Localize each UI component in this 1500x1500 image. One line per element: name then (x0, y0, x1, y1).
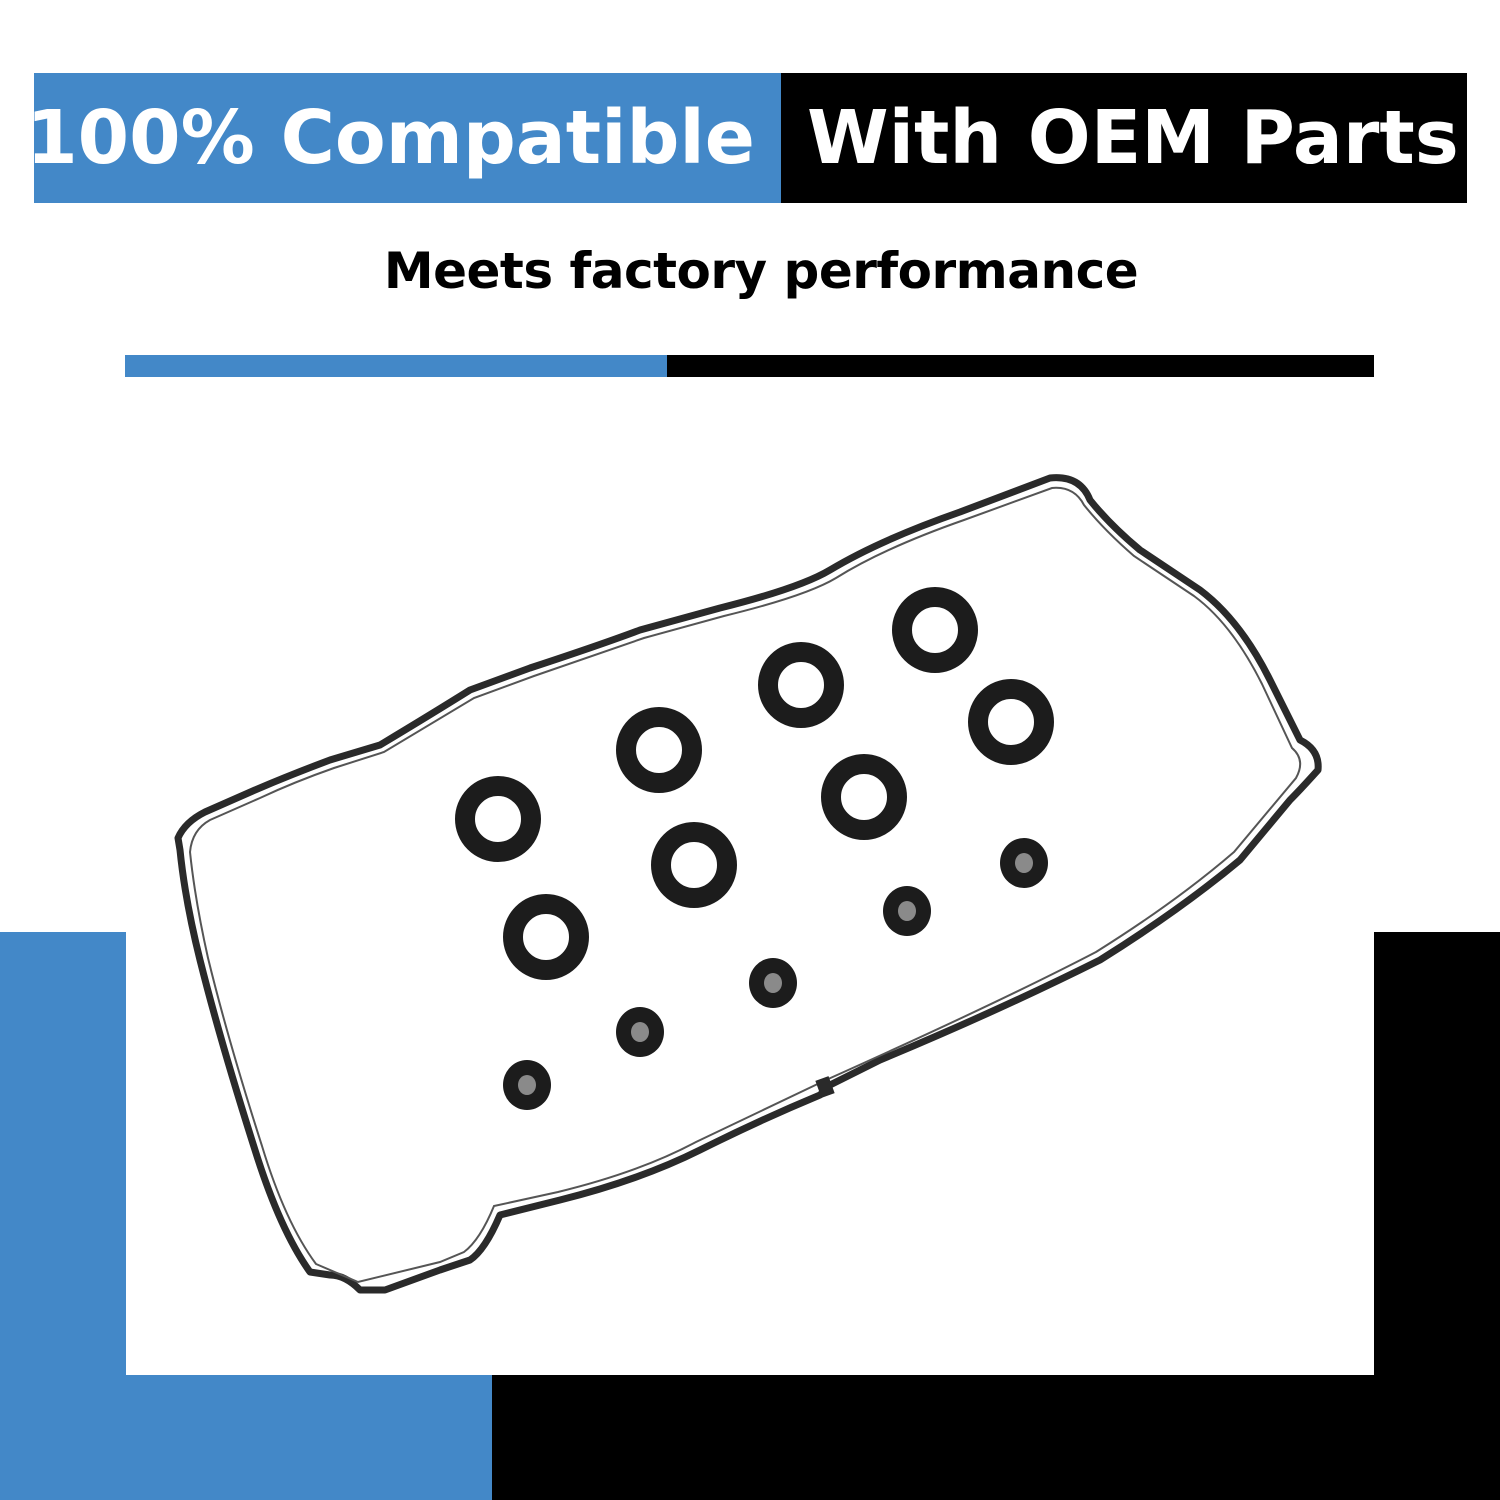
small-grommet (503, 838, 1048, 1110)
decor-black-right-block (1374, 932, 1500, 1500)
headline-left-text: 100% Compatible (26, 95, 755, 181)
headline-left-banner: 100% Compatible (26, 73, 781, 203)
headline-right-banner: With OEM Parts (781, 73, 1467, 203)
large-seal (455, 587, 1054, 980)
decor-blue-bottom-block (0, 1375, 492, 1500)
gasket-tab (815, 1076, 835, 1098)
subtitle: Meets factory performance (383, 242, 1139, 300)
decor-black-bottom-block (492, 1375, 1500, 1500)
headline-right-text: With OEM Parts (807, 95, 1459, 181)
divider-blue-segment (125, 355, 667, 377)
valve-cover-gasket (174, 474, 1322, 1294)
divider-black-segment (667, 355, 1374, 377)
